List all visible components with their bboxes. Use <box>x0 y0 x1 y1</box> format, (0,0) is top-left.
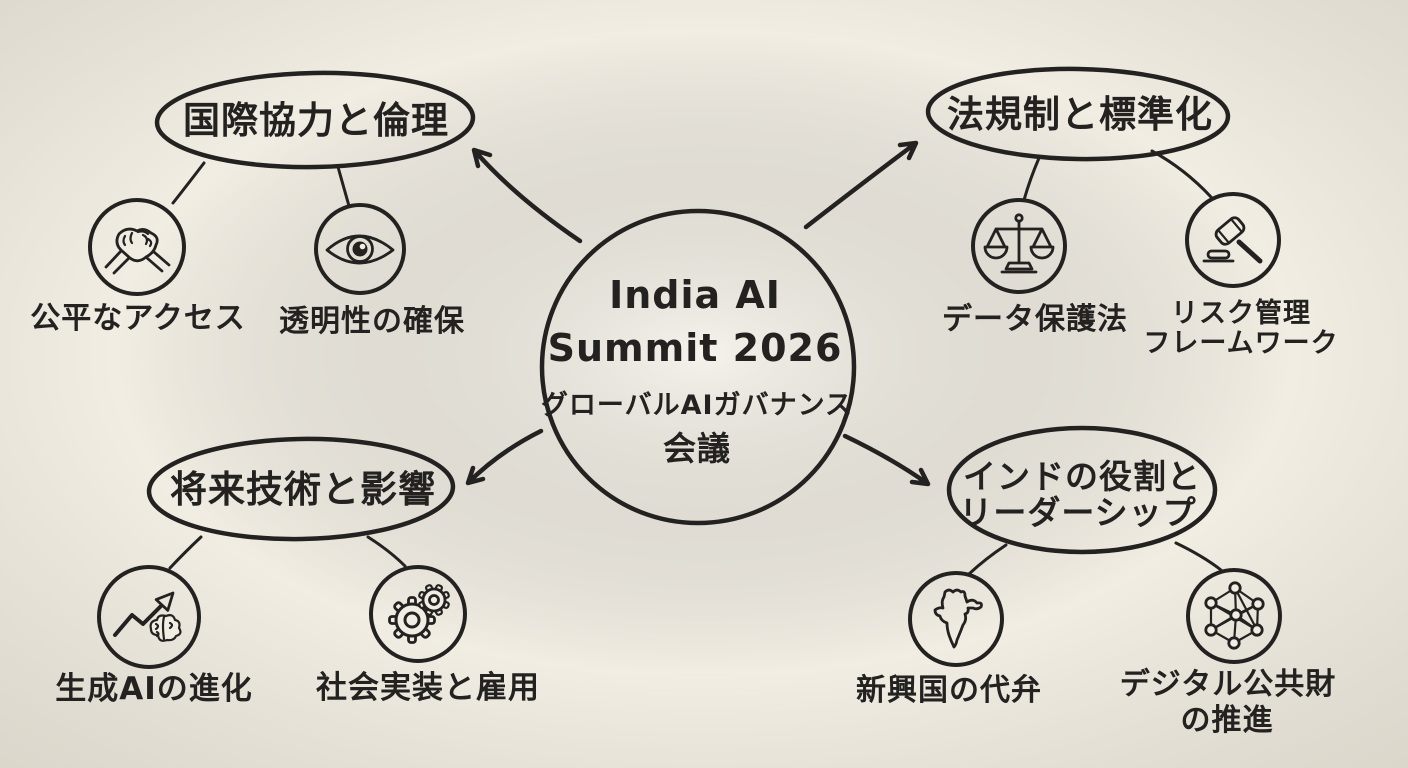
branch-international-cooperation: 国際協力と倫理 公平なアクセス 透明性の確保 <box>30 70 583 339</box>
arrow-to-international-cooperation <box>471 147 583 244</box>
subtopic-transparency: 透明性の確保 <box>279 165 465 339</box>
network-icon <box>1204 581 1265 650</box>
handshake-icon <box>104 227 171 275</box>
subtopic-label: 新興国の代弁 <box>856 673 1042 708</box>
gear-large-body <box>394 602 430 638</box>
subtopic-circle <box>908 571 1004 667</box>
subtopic-label-line1: デジタル公共財 <box>1120 667 1336 702</box>
eye-highlight <box>359 243 366 250</box>
handshake-clasp-outline <box>115 227 159 263</box>
gear-large-hole <box>403 611 421 629</box>
handshake-arm-lines <box>104 249 171 275</box>
brain-glyph <box>149 614 182 642</box>
arrow-to-regulation <box>803 140 919 230</box>
network-node <box>1251 597 1265 611</box>
subtopic-emerging-nations: 新興国の代弁 <box>856 543 1042 708</box>
subtopic-circle <box>88 198 186 296</box>
eye-icon <box>325 234 395 265</box>
subtopic-digital-public-goods: デジタル公共財 の推進 <box>1120 541 1336 738</box>
network-node <box>1227 636 1241 650</box>
branch-title: 将来技術と影響 <box>170 468 436 511</box>
subtopic-circle <box>369 565 467 663</box>
india-outline <box>933 588 983 649</box>
subtopic-circle <box>971 198 1067 294</box>
eye-pupil <box>352 241 368 257</box>
arrow-to-future-technology <box>465 428 544 486</box>
branch-ellipse <box>925 66 1231 162</box>
center-node: India AI Summit 2026 グローバルAIガバナンス 会議 <box>539 208 857 526</box>
eye-iris <box>346 235 374 263</box>
subtopic-label: 生成AIの進化 <box>55 671 253 707</box>
network-node <box>1228 581 1242 595</box>
handshake-finger-lines <box>122 230 153 248</box>
subtopic-data-protection: データ保護法 <box>942 156 1128 337</box>
branch-title-line2: リーダーシップ <box>959 493 1196 532</box>
branch-title: 国際協力と倫理 <box>183 99 449 142</box>
branch-future-technology: 将来技術と影響 生成AIの進化 <box>55 428 544 707</box>
growth-brain-icon <box>113 591 182 642</box>
gear-small-hole <box>428 594 440 606</box>
subtopic-circle <box>314 203 406 295</box>
branch-india-role: インドの役割と リーダーシップ 新興国の代弁 <box>842 425 1336 738</box>
growth-arrowhead <box>154 591 175 612</box>
branch-title-line1: インドの役割と <box>963 457 1201 496</box>
connector-line <box>1150 149 1213 199</box>
connector-line <box>171 161 206 205</box>
arrow-to-india-role <box>842 433 931 487</box>
center-title-line2: Summit 2026 <box>548 326 843 370</box>
center-subtitle-line2: 会議 <box>663 429 731 468</box>
gavel-block <box>1206 249 1231 260</box>
subtopic-label: データ保護法 <box>942 302 1128 337</box>
connector-line <box>1174 541 1223 572</box>
connector-line <box>1022 156 1041 202</box>
gears-icon <box>388 584 450 644</box>
branch-title: 法規制と標準化 <box>947 93 1213 136</box>
subtopic-social-implementation: 社会実装と雇用 <box>316 535 540 706</box>
gear-small <box>418 584 450 616</box>
brain-folds <box>154 615 174 641</box>
subtopic-label-line2: の推進 <box>1181 703 1274 738</box>
subtopic-label: 公平なアクセス <box>30 301 246 336</box>
connector-line <box>336 165 351 208</box>
eye-outline <box>325 234 395 265</box>
network-node <box>1250 623 1264 637</box>
scales-body <box>983 220 1055 274</box>
gavel-handle <box>1236 239 1263 264</box>
gear-large <box>388 596 436 644</box>
subtopic-generative-ai: 生成AIの進化 <box>55 535 253 707</box>
subtopic-circle <box>1185 192 1281 288</box>
gavel-head <box>1214 216 1246 246</box>
network-node <box>1229 608 1243 622</box>
gear-small-body <box>421 587 447 613</box>
branch-ellipse <box>146 436 456 542</box>
connector-line <box>967 543 1008 576</box>
center-title-line1: India AI <box>609 273 781 317</box>
subtopic-label: 透明性の確保 <box>279 304 465 339</box>
subtopic-circle <box>97 565 201 669</box>
subtopic-fair-access: 公平なアクセス <box>30 161 246 336</box>
center-circle <box>539 208 857 526</box>
branch-ellipse <box>946 425 1218 555</box>
india-map-icon <box>933 588 983 649</box>
subtopic-label-line2: フレームワーク <box>1143 328 1338 359</box>
gavel-head-rect <box>1214 216 1246 246</box>
connector-line <box>168 535 203 570</box>
connector-line <box>366 535 407 568</box>
network-node <box>1204 623 1218 637</box>
subtopic-label: 社会実装と雇用 <box>316 670 540 706</box>
growth-zigzag-line <box>113 604 163 637</box>
branch-regulation: 法規制と標準化 データ保護法 リスク管理 <box>803 66 1338 359</box>
gavel-icon <box>1202 216 1263 264</box>
gavel-head-lines <box>1216 217 1244 245</box>
network-node <box>1204 596 1218 610</box>
center-subtitle-line1: グローバルAIガバナンス <box>541 389 853 421</box>
scales-icon <box>983 213 1055 274</box>
subtopic-label-line1: リスク管理 <box>1171 298 1311 329</box>
subtopic-circle <box>1186 568 1282 664</box>
branch-ellipse <box>154 70 476 170</box>
subtopic-risk-framework: リスク管理 フレームワーク <box>1143 149 1338 359</box>
